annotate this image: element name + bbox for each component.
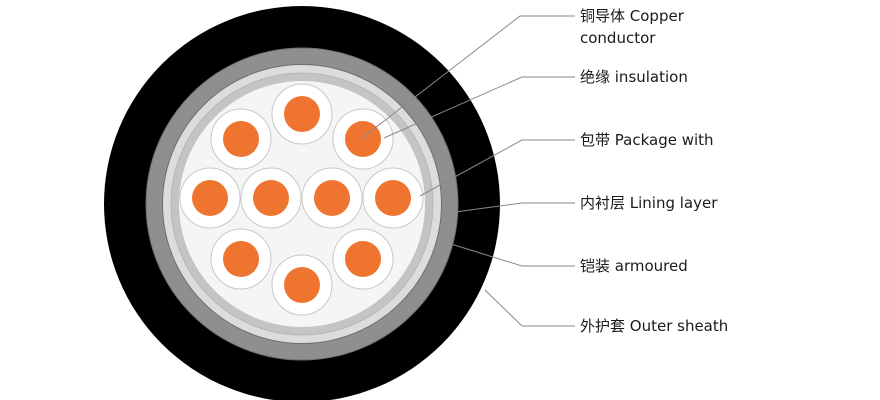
leader-line-insulation — [383, 76, 575, 139]
copper-conductor — [223, 121, 259, 157]
label-conductor: 铜导体 Copper conductor — [580, 7, 689, 47]
copper-conductor — [284, 267, 320, 303]
label-insulation: 绝缘 insulation — [580, 68, 688, 86]
label-sheath: 外护套 Outer sheath — [580, 317, 728, 335]
copper-conductor — [223, 241, 259, 277]
copper-conductor — [375, 180, 411, 216]
leader-line-sheath — [484, 289, 575, 327]
leader-line-package — [419, 139, 575, 197]
copper-conductor — [314, 180, 350, 216]
leader-lines — [361, 15, 575, 327]
leader-line-lining — [439, 202, 575, 215]
copper-conductor — [253, 180, 289, 216]
label-armour: 铠装 armoured — [580, 257, 688, 275]
copper-conductor — [345, 241, 381, 277]
copper-conductor — [192, 180, 228, 216]
leader-line-armour — [450, 243, 575, 267]
copper-conductor — [284, 96, 320, 132]
labels: 铜导体 Copper conductor 绝缘 insulation 包带 Pa… — [580, 7, 728, 335]
cable-cross-section — [104, 6, 500, 400]
insulated-cores — [179, 83, 424, 316]
label-lining: 内衬层 Lining layer — [580, 194, 718, 212]
leader-line-conductor — [361, 15, 575, 139]
label-package: 包带 Package with — [580, 131, 714, 149]
copper-conductor — [345, 121, 381, 157]
